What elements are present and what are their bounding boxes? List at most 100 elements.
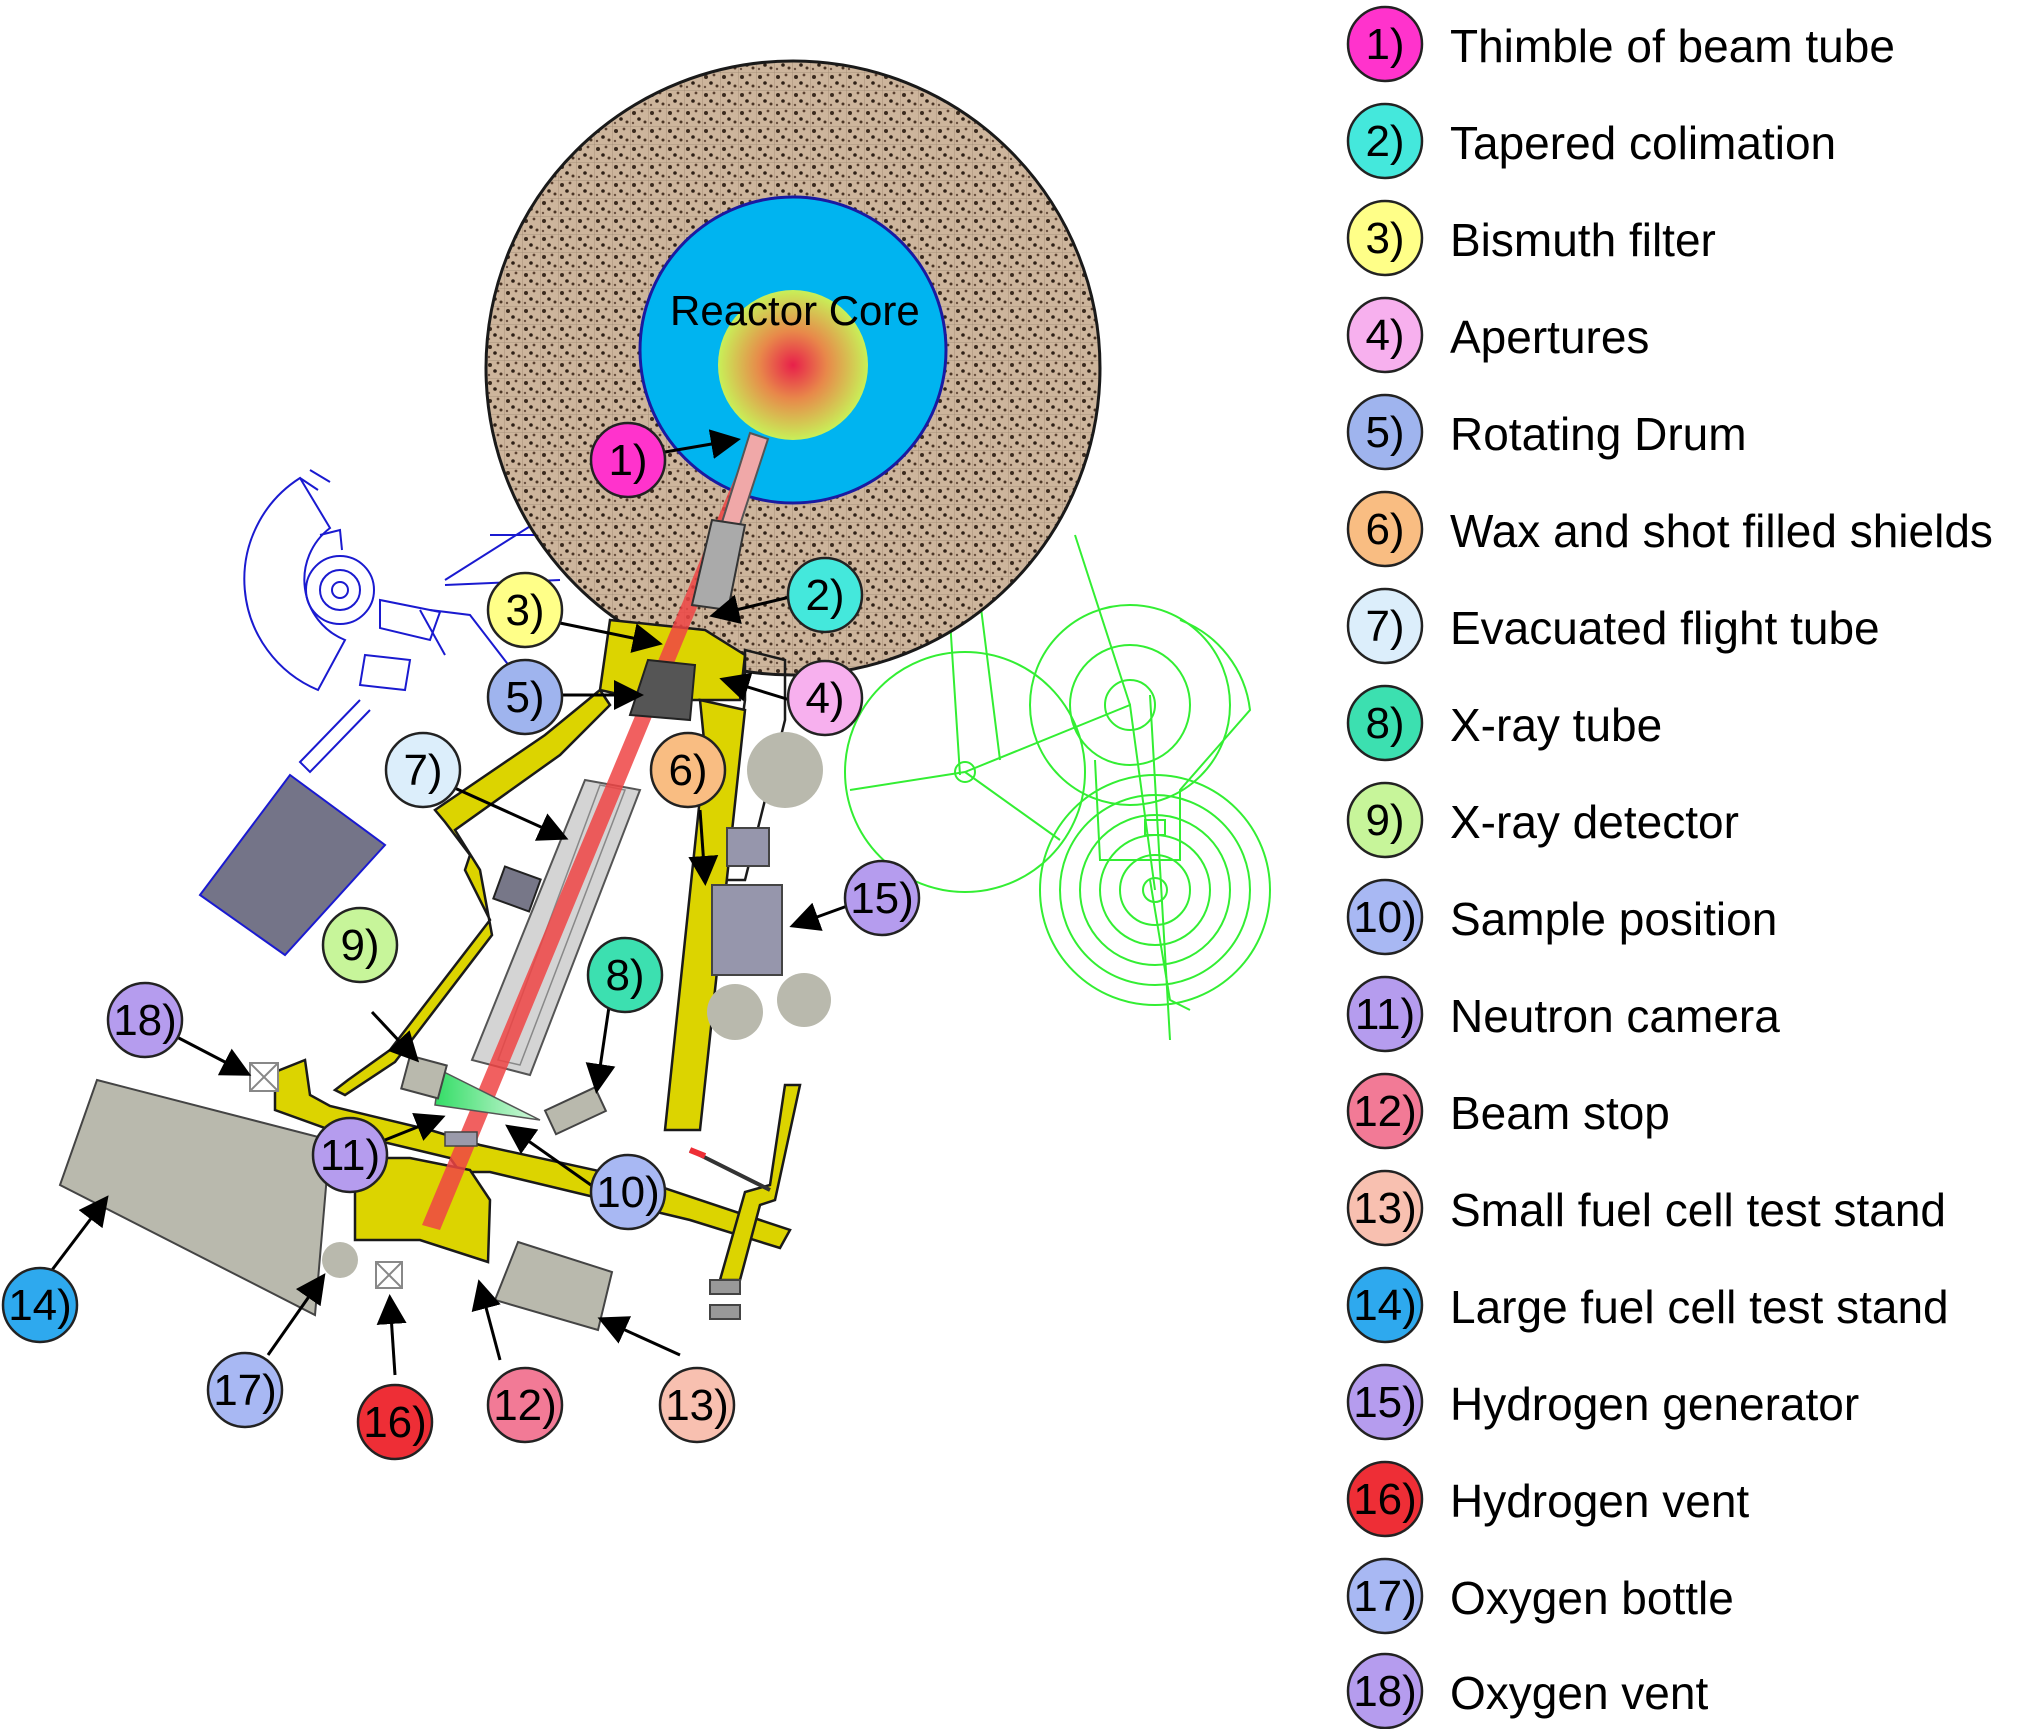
svg-text:Large fuel cell test stand: Large fuel cell test stand bbox=[1450, 1281, 1949, 1333]
green-technical-drawing bbox=[844, 534, 1271, 1041]
svg-text:X-ray tube: X-ray tube bbox=[1450, 699, 1662, 751]
svg-text:11): 11) bbox=[320, 1131, 380, 1180]
tank-1 bbox=[747, 732, 823, 808]
legend-item-10: 10) Sample position bbox=[1346, 878, 1777, 956]
svg-text:14): 14) bbox=[1353, 1281, 1417, 1330]
svg-text:Hydrogen vent: Hydrogen vent bbox=[1450, 1475, 1749, 1527]
callout-5: 5) bbox=[486, 658, 564, 736]
legend-item-8: 8) X-ray tube bbox=[1346, 684, 1662, 762]
svg-text:Bismuth filter: Bismuth filter bbox=[1450, 214, 1716, 266]
blue-technical-drawing bbox=[243, 469, 690, 774]
svg-text:15): 15) bbox=[850, 874, 914, 923]
svg-text:6): 6) bbox=[668, 746, 707, 795]
svg-text:9): 9) bbox=[340, 921, 379, 970]
svg-text:11): 11) bbox=[1355, 990, 1415, 1039]
svg-text:X-ray detector: X-ray detector bbox=[1450, 796, 1739, 848]
hydrogen-generator-box bbox=[711, 884, 783, 976]
legend-item-7: 7) Evacuated flight tube bbox=[1346, 587, 1880, 665]
xray-detector-block bbox=[400, 1054, 448, 1100]
xray-tube-block bbox=[543, 1086, 608, 1136]
beam-stop-gray bbox=[709, 1279, 741, 1295]
svg-text:14): 14) bbox=[8, 1281, 72, 1330]
legend: 1) Thimble of beam tube 2) Tapered colim… bbox=[1346, 5, 1993, 1729]
svg-text:7): 7) bbox=[403, 746, 442, 795]
neutron-beam bbox=[422, 434, 767, 1230]
svg-text:Apertures: Apertures bbox=[1450, 311, 1649, 363]
svg-text:3): 3) bbox=[1365, 214, 1404, 263]
svg-text:2): 2) bbox=[1365, 117, 1404, 166]
svg-text:8): 8) bbox=[1365, 699, 1404, 748]
callout-11: 11) bbox=[311, 1116, 389, 1194]
svg-text:10): 10) bbox=[1353, 893, 1417, 942]
small-dark-box bbox=[492, 865, 542, 913]
svg-text:17): 17) bbox=[1353, 1572, 1417, 1621]
legend-item-5: 5) Rotating Drum bbox=[1346, 393, 1747, 471]
svg-text:9): 9) bbox=[1365, 796, 1404, 845]
svg-text:16): 16) bbox=[1353, 1475, 1417, 1524]
small-box-top bbox=[726, 827, 770, 867]
svg-text:1): 1) bbox=[1365, 20, 1404, 69]
legend-item-4: 4) Apertures bbox=[1346, 296, 1649, 374]
legend-item-6: 6) Wax and shot filled shields bbox=[1346, 490, 1993, 568]
svg-text:12): 12) bbox=[1353, 1087, 1417, 1136]
callout-9: 9) bbox=[321, 906, 399, 984]
callout-8: 8) bbox=[586, 936, 664, 1014]
reactor-core bbox=[718, 290, 868, 440]
callout-2: 2) bbox=[786, 556, 864, 634]
oxygen-bottle-symbol bbox=[322, 1242, 358, 1278]
dark-equipment-block bbox=[198, 773, 387, 957]
callout-7: 7) bbox=[384, 731, 462, 809]
callout-15: 15) bbox=[843, 859, 921, 937]
tank-3 bbox=[777, 973, 831, 1027]
beam-stop-gray-2 bbox=[709, 1304, 741, 1320]
svg-text:15): 15) bbox=[1353, 1378, 1417, 1427]
svg-text:Oxygen vent: Oxygen vent bbox=[1450, 1667, 1708, 1719]
svg-text:10): 10) bbox=[596, 1168, 660, 1217]
svg-text:18): 18) bbox=[1353, 1667, 1417, 1716]
callout-13: 13) bbox=[658, 1366, 736, 1444]
svg-text:18): 18) bbox=[113, 996, 177, 1045]
svg-text:Neutron camera: Neutron camera bbox=[1450, 990, 1780, 1042]
svg-text:4): 4) bbox=[1365, 311, 1404, 360]
callout-10: 10) bbox=[589, 1153, 667, 1231]
svg-text:Oxygen bottle: Oxygen bottle bbox=[1450, 1572, 1734, 1624]
legend-item-18: 18) Oxygen vent bbox=[1346, 1652, 1708, 1729]
diagram-callouts: 1) 2) 3) 4) 5) 6) 7) 8) bbox=[1, 421, 921, 1461]
legend-item-11: 11) Neutron camera bbox=[1346, 975, 1780, 1053]
svg-text:5): 5) bbox=[505, 673, 544, 722]
core-label: Reactor Core bbox=[670, 287, 920, 334]
callout-3: 3) bbox=[486, 571, 564, 649]
legend-item-14: 14) Large fuel cell test stand bbox=[1346, 1266, 1949, 1344]
legend-item-9: 9) X-ray detector bbox=[1346, 781, 1739, 859]
svg-text:Small fuel cell test stand: Small fuel cell test stand bbox=[1450, 1184, 1946, 1236]
legend-item-1: 1) Thimble of beam tube bbox=[1346, 5, 1895, 83]
svg-text:Beam stop: Beam stop bbox=[1450, 1087, 1670, 1139]
callout-17: 17) bbox=[206, 1351, 284, 1429]
legend-item-16: 16) Hydrogen vent bbox=[1346, 1460, 1749, 1538]
legend-item-17: 17) Oxygen bottle bbox=[1346, 1557, 1734, 1635]
svg-text:Hydrogen generator: Hydrogen generator bbox=[1450, 1378, 1859, 1430]
callout-16: 16) bbox=[356, 1383, 434, 1461]
sample-stage bbox=[444, 1131, 478, 1147]
svg-text:Thimble of beam tube: Thimble of beam tube bbox=[1450, 20, 1895, 72]
callout-18: 18) bbox=[106, 981, 184, 1059]
legend-item-2: 2) Tapered colimation bbox=[1346, 102, 1836, 180]
callout-12: 12) bbox=[486, 1366, 564, 1444]
svg-text:Tapered colimation: Tapered colimation bbox=[1450, 117, 1836, 169]
svg-text:6): 6) bbox=[1365, 505, 1404, 554]
legend-item-15: 15) Hydrogen generator bbox=[1346, 1363, 1859, 1441]
svg-text:13): 13) bbox=[665, 1381, 729, 1430]
svg-text:5): 5) bbox=[1365, 408, 1404, 457]
callout-1: 1) bbox=[589, 421, 667, 499]
svg-text:7): 7) bbox=[1365, 602, 1404, 651]
callout-arrows bbox=[50, 429, 851, 1376]
tank-2 bbox=[707, 984, 763, 1040]
svg-text:17): 17) bbox=[213, 1366, 277, 1415]
svg-text:Sample position: Sample position bbox=[1450, 893, 1777, 945]
svg-text:Evacuated flight tube: Evacuated flight tube bbox=[1450, 602, 1880, 654]
svg-text:3): 3) bbox=[505, 586, 544, 635]
svg-text:4): 4) bbox=[805, 674, 844, 723]
svg-text:16): 16) bbox=[363, 1398, 427, 1447]
callout-6: 6) bbox=[649, 731, 727, 809]
